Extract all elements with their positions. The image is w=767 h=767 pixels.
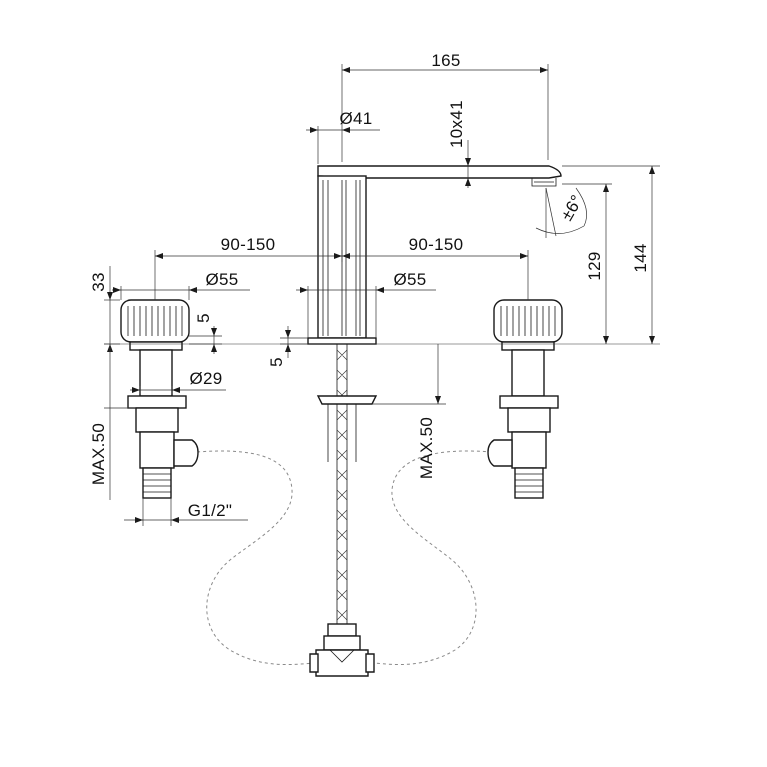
handle-dia-55-label: Ø55 (205, 270, 238, 289)
dimension-lines (104, 64, 660, 526)
width-165-label: 165 (431, 51, 460, 70)
max-deck-center-label: MAX.50 (417, 417, 436, 479)
spout-body (307, 165, 562, 677)
spacing-left-label: 90-150 (221, 235, 276, 254)
handle-gap-5-label: 5 (194, 313, 213, 323)
hose-lines (196, 450, 493, 665)
max-deck-left-label: MAX.50 (89, 423, 108, 485)
spout-section-label: 10x41 (447, 100, 466, 148)
thread-label: G1/2" (188, 501, 232, 520)
stem-dia-29-label: Ø29 (189, 369, 222, 388)
spacing-right-label: 90-150 (409, 235, 464, 254)
angle-label: ±6° (557, 192, 587, 224)
height-129-label: 129 (585, 251, 604, 280)
spout-gap-5-label: 5 (267, 357, 286, 367)
dia-41-label: Ø41 (339, 109, 372, 128)
height-144-label: 144 (631, 243, 650, 272)
spout-base-dia-55-label: Ø55 (393, 270, 426, 289)
left-valve (120, 299, 199, 499)
handle-height-33-label: 33 (89, 272, 108, 292)
right-valve (487, 299, 563, 499)
